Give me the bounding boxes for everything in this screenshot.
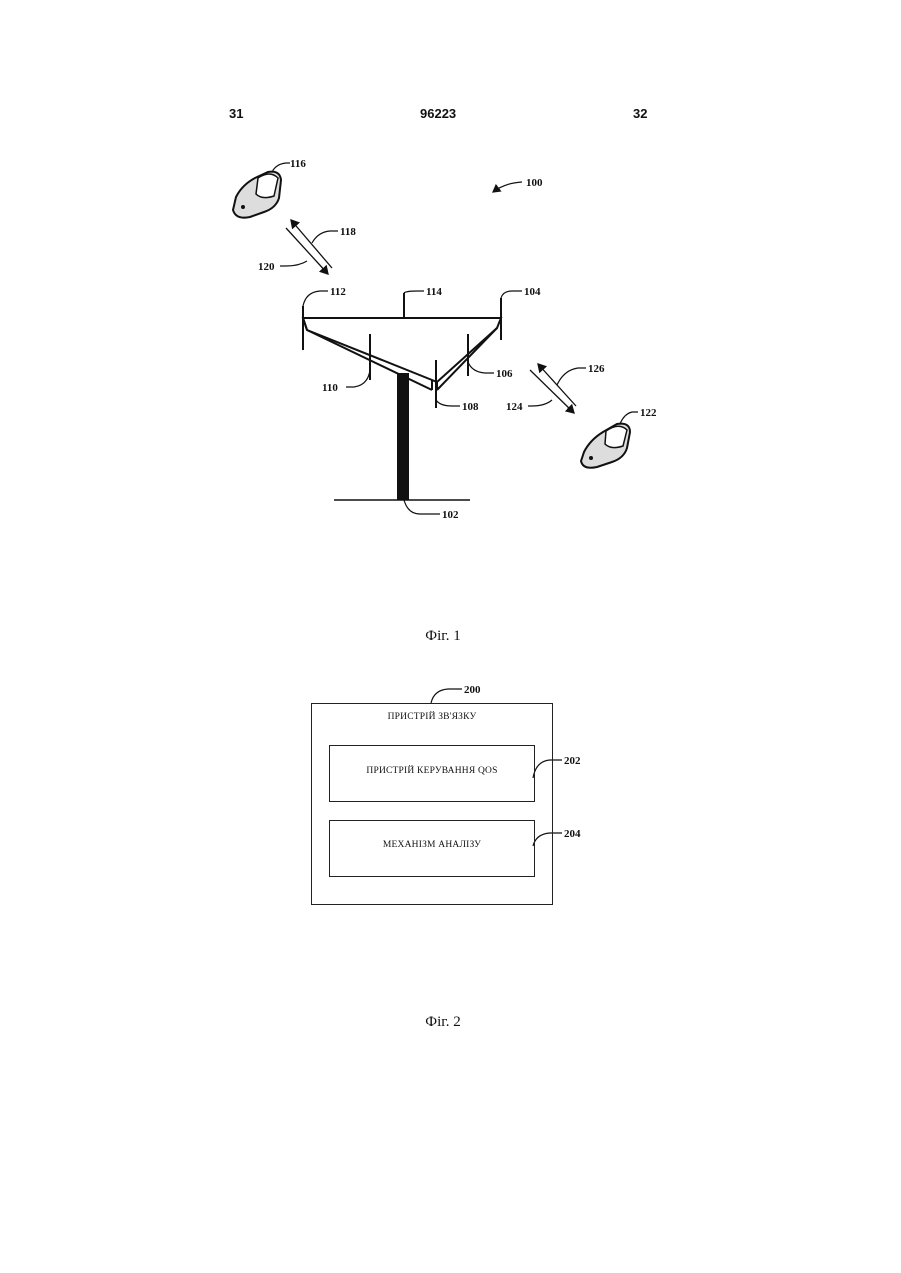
ref-116: 116 [290,158,306,170]
ref-112: 112 [330,286,346,298]
ref-106: 106 [496,368,513,380]
ref-200: 200 [464,684,481,696]
figure-1-caption: Фіг. 1 [383,628,503,645]
ref-202: 202 [564,755,581,767]
figure-2-caption: Фіг. 2 [383,1014,503,1031]
mobile-device-122-icon [581,412,638,468]
ref-122: 122 [640,407,657,419]
tower-mast [397,373,409,500]
communication-device-label: ПРИСТРІЙ ЗВ'ЯЗКУ [311,712,553,722]
uplink-arrow-124 [530,370,574,413]
analysis-mechanism-label: МЕХАНІЗМ АНАЛІЗУ [329,840,535,850]
ref-118: 118 [340,226,356,238]
ref-108: 108 [462,401,479,413]
ref-120: 120 [258,261,275,273]
ref-204: 204 [564,828,581,840]
ref-102: 102 [442,509,459,521]
mobile-device-116-icon [233,172,281,218]
qos-control-label: ПРИСТРІЙ КЕРУВАННЯ QOS [329,766,535,776]
downlink-arrow-118 [291,220,332,268]
ref-100: 100 [526,177,543,189]
uplink-arrow-120 [286,228,328,274]
ref-110: 110 [322,382,338,394]
ref-126: 126 [588,363,605,375]
ref-124: 124 [506,401,523,413]
ref-104: 104 [524,286,541,298]
ref-114: 114 [426,286,442,298]
